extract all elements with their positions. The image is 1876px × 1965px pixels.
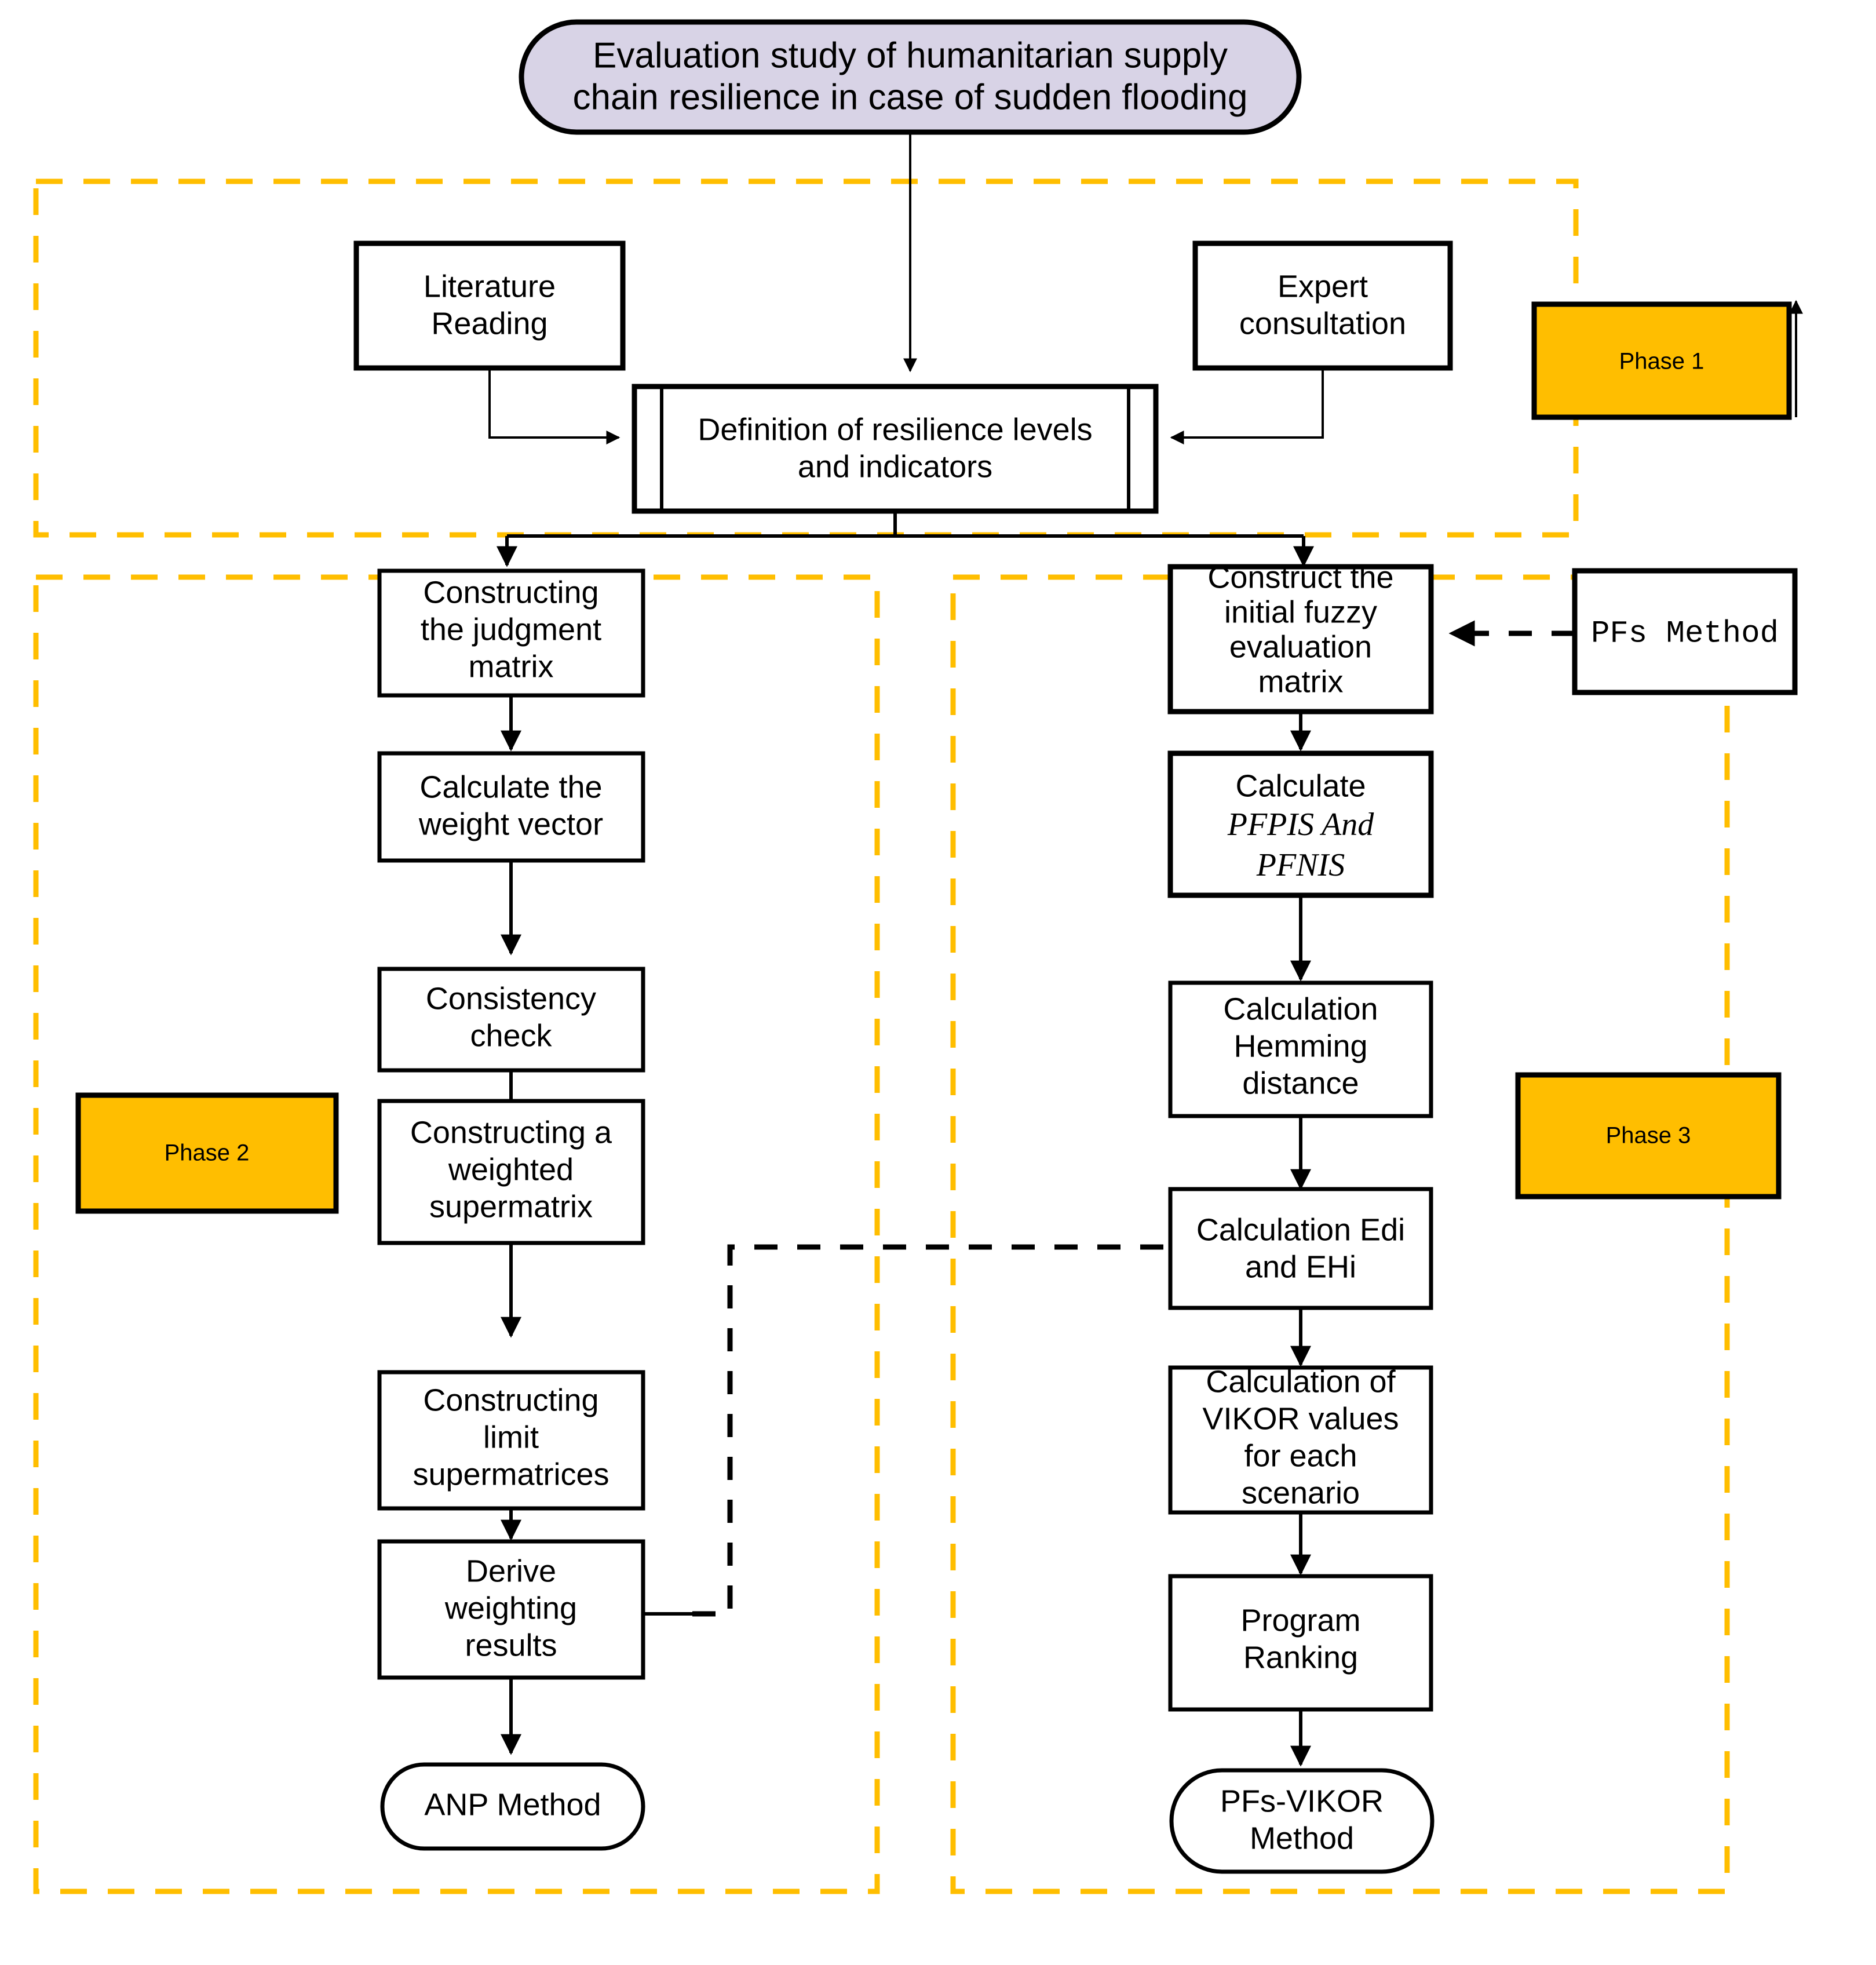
weighted-supermatrix-line-1: Constructing a (410, 1115, 612, 1150)
derive-weighting-line-3: results (465, 1628, 557, 1663)
edi-ehi-line-1: Calculation Edi (1196, 1212, 1405, 1247)
node-pfs-vikor-method[interactable] (1169, 1768, 1435, 1874)
title-line-2: chain resilience in case of sudden flood… (573, 77, 1248, 117)
node-anp-method[interactable] (380, 1762, 645, 1851)
pfs-method-label: PFs Method (1591, 616, 1779, 651)
weight-vector-line-2: weight vector (418, 807, 603, 841)
program-ranking-line-2: Ranking (1243, 1640, 1358, 1675)
pfpis-line-1: Calculate (1235, 768, 1366, 803)
derive-weighting-line-1: Derive (466, 1554, 556, 1588)
phase-1-label-box (1531, 301, 1792, 420)
pfs-vikor-line-1: PFs-VIKOR (1220, 1784, 1384, 1818)
node-derive-weighting[interactable] (377, 1539, 645, 1680)
phase-2-label-box (75, 1092, 339, 1214)
limit-supermatrices-line-2: limit (483, 1420, 539, 1454)
vikor-line-2: VIKOR values (1202, 1401, 1399, 1436)
connector-literature-to-definition (488, 368, 621, 444)
node-weighted-supermatrix[interactable] (377, 1099, 645, 1245)
judgment-matrix-line-3: matrix (469, 649, 554, 684)
initial-fuzzy-line-2: initial fuzzy (1224, 595, 1377, 629)
weighted-supermatrix-line-3: supermatrix (429, 1189, 593, 1224)
node-definition-resilience[interactable] (632, 384, 1159, 514)
node-limit-supermatrices[interactable] (377, 1370, 645, 1511)
phase-2-boundary (33, 574, 880, 1894)
derive-weighting-line-2: weighting (444, 1591, 577, 1625)
vikor-line-4: scenario (1242, 1475, 1360, 1510)
phase-1-label: Phase 1 (1619, 349, 1705, 374)
node-calculate-pfpis-pfnis[interactable] (1167, 750, 1434, 898)
initial-fuzzy-line-3: evaluation (1229, 629, 1372, 664)
consistency-check-line-1: Consistency (426, 981, 596, 1016)
program-ranking-line-1: Program (1240, 1603, 1360, 1638)
literature-reading-line-2: Reading (431, 306, 548, 341)
judgment-matrix-line-1: Constructing (423, 575, 598, 610)
consistency-check-line-2: check (470, 1018, 552, 1053)
node-program-ranking[interactable] (1168, 1574, 1433, 1712)
phase-3-label-box (1515, 1072, 1782, 1200)
initial-fuzzy-line-1: Construct the (1207, 560, 1393, 595)
node-hemming-distance[interactable] (1168, 980, 1433, 1118)
node-judgment-matrix[interactable] (377, 568, 645, 698)
phase-2-label: Phase 2 (165, 1140, 250, 1166)
expert-consultation-line-2: consultation (1239, 306, 1406, 341)
vikor-line-1: Calculation of (1206, 1364, 1396, 1399)
connector-expert-to-definition (1170, 368, 1324, 444)
node-consistency-check[interactable] (377, 967, 645, 1073)
definition-line-2: and indicators (798, 449, 992, 484)
hemming-line-3: distance (1242, 1066, 1359, 1100)
node-expert-consultation[interactable] (1192, 240, 1453, 371)
initial-fuzzy-line-4: matrix (1258, 664, 1344, 699)
node-pfs-method[interactable] (1572, 568, 1798, 695)
node-initial-fuzzy-matrix[interactable] (1167, 564, 1434, 714)
expert-consultation-line-1: Expert (1278, 269, 1368, 304)
definition-line-1: Definition of resilience levels (698, 412, 1092, 447)
limit-supermatrices-line-3: supermatrices (413, 1457, 609, 1492)
title-line-1: Evaluation study of humanitarian supply (593, 35, 1228, 75)
pfs-vikor-line-2: Method (1250, 1821, 1354, 1855)
judgment-matrix-line-2: the judgment (421, 612, 601, 647)
pfpis-line-3: PFNIS (1256, 847, 1345, 883)
hemming-line-2: Hemming (1233, 1029, 1367, 1063)
weighted-supermatrix-line-2: weighted (448, 1152, 574, 1187)
phase-3-label: Phase 3 (1606, 1123, 1691, 1149)
literature-reading-line-1: Literature (424, 269, 556, 304)
edi-ehi-line-2: and EHi (1245, 1249, 1356, 1284)
hemming-line-1: Calculation (1223, 991, 1378, 1026)
connector-derive-to-edi-ehi-dashed (692, 1234, 1275, 1617)
vikor-line-3: for each (1244, 1438, 1357, 1473)
anp-method-label: ANP Method (424, 1787, 601, 1822)
limit-supermatrices-line-1: Constructing (423, 1383, 598, 1417)
weight-vector-line-1: Calculate the (419, 770, 602, 804)
pfpis-line-2: PFPIS And (1227, 807, 1374, 843)
node-calculation-edi-ehi[interactable] (1168, 1187, 1433, 1310)
node-vikor-values[interactable] (1168, 1365, 1433, 1515)
